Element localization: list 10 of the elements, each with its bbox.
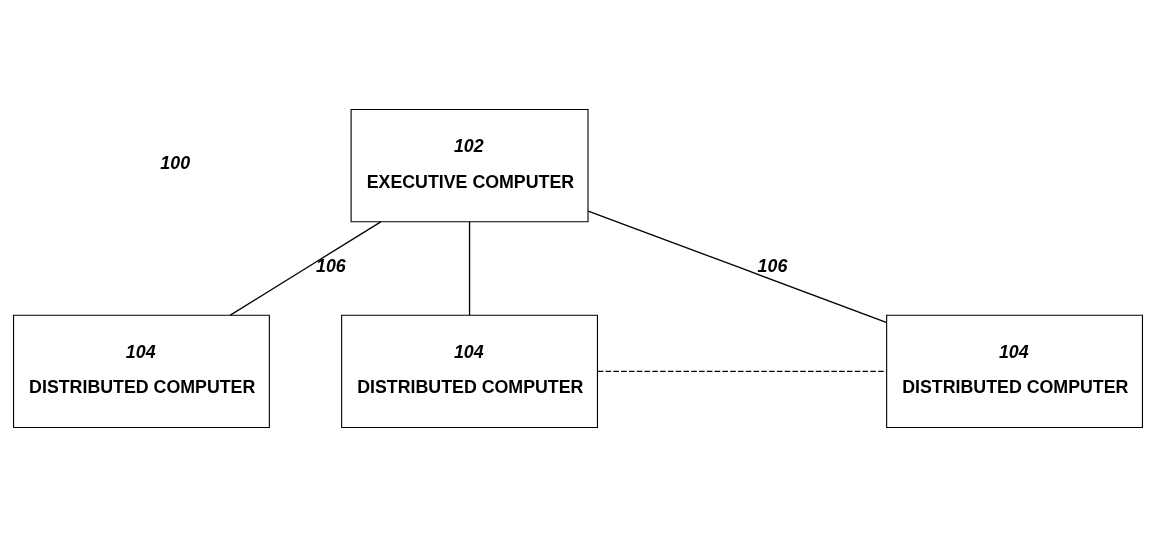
node-box: 104 DISTRIBUTED COMPUTER — [886, 314, 1143, 428]
node-box: 104 DISTRIBUTED COMPUTER — [341, 314, 598, 428]
edge-label: 106 — [757, 255, 788, 276]
node-box: 102 EXECUTIVE COMPUTER — [350, 108, 589, 222]
connector — [587, 209, 887, 323]
node-box: 104 DISTRIBUTED COMPUTER — [13, 314, 270, 428]
connector — [229, 220, 382, 316]
connector — [468, 220, 471, 316]
edge-label: 106 — [316, 255, 346, 276]
label: 100 — [160, 152, 191, 173]
